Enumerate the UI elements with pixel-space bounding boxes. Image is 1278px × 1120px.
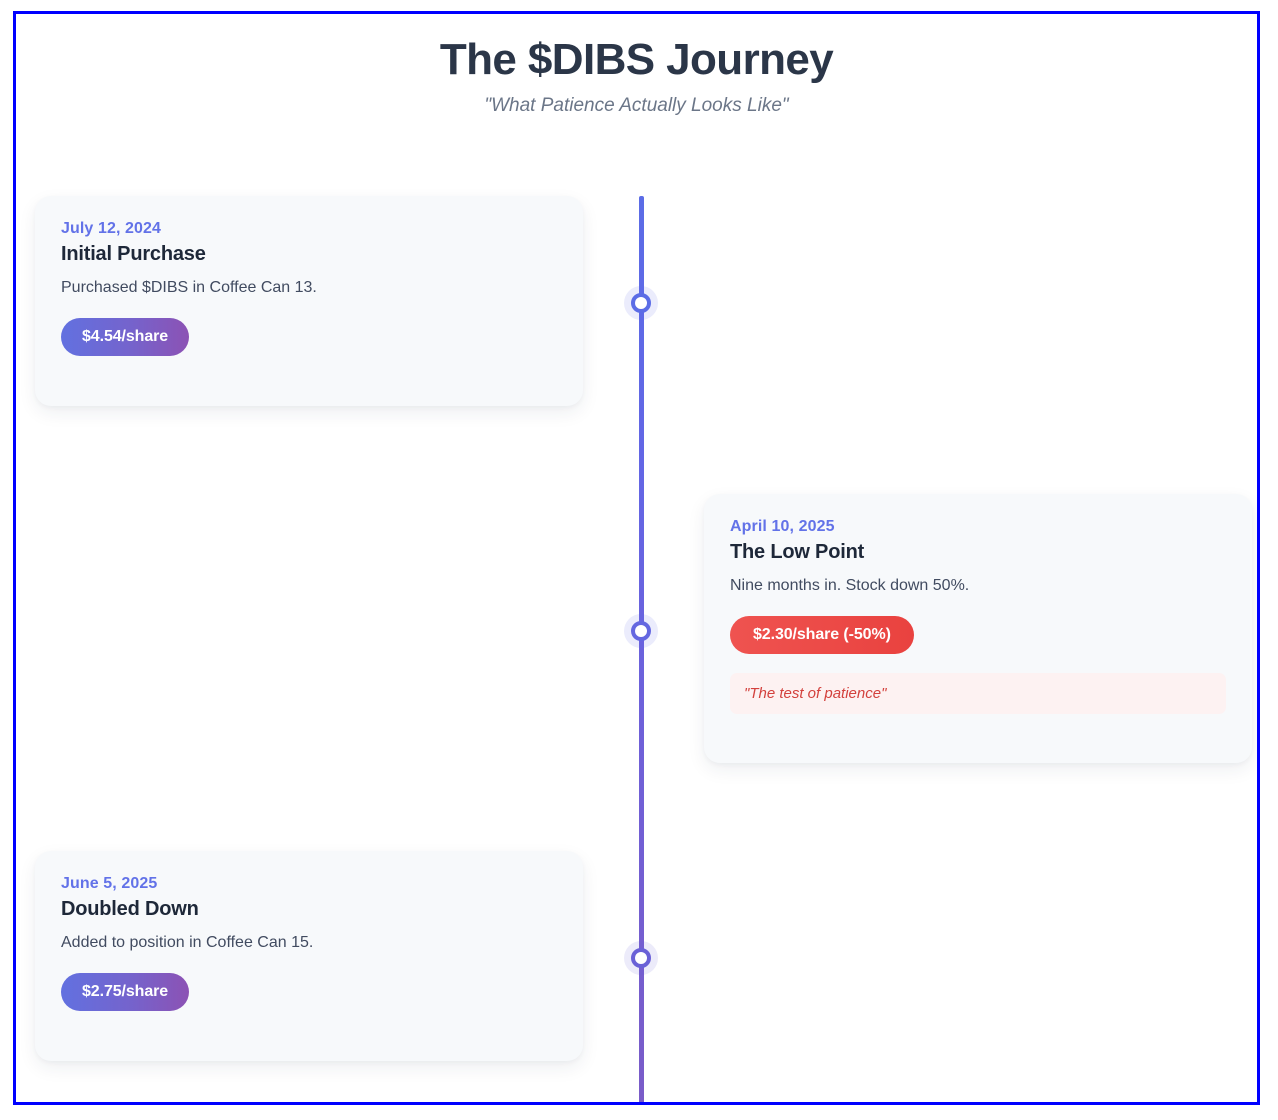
card-title: Initial Purchase: [61, 243, 206, 265]
card-quote: "The test of patience": [730, 672, 1226, 714]
page-subtitle: "What Patience Actually Looks Like": [484, 95, 789, 116]
timeline-card-initial-purchase[interactable]: July 12, 2024 Initial Purchase Purchased…: [35, 196, 583, 406]
timeline-marker-doubled-down[interactable]: [631, 948, 651, 968]
timeline-card-doubled-down[interactable]: June 5, 2025 Doubled Down Added to posit…: [35, 851, 583, 1061]
page-content: The $DIBS Journey "What Patience Actuall…: [16, 14, 1257, 1102]
page-title: The $DIBS Journey: [439, 35, 834, 84]
price-badge: $2.30/share (-50%): [730, 615, 914, 654]
card-title: Doubled Down: [61, 898, 199, 920]
card-date: April 10, 2025: [730, 518, 835, 535]
page-header: The $DIBS Journey "What Patience Actuall…: [16, 14, 1257, 117]
card-title: The Low Point: [730, 541, 865, 563]
price-badge: $2.75/share: [61, 972, 190, 1011]
card-description: Purchased $DIBS in Coffee Can 13.: [61, 279, 317, 296]
timeline-card-low-point[interactable]: April 10, 2025 The Low Point Nine months…: [704, 494, 1252, 763]
card-description: Added to position in Coffee Can 15.: [61, 934, 314, 951]
timeline-marker-low-point[interactable]: [631, 621, 651, 641]
price-badge: $4.54/share: [61, 317, 190, 356]
card-description: Nine months in. Stock down 50%.: [730, 577, 970, 594]
timeline-spine: [639, 196, 644, 1102]
page-frame: The $DIBS Journey "What Patience Actuall…: [13, 11, 1260, 1105]
card-date: July 12, 2024: [61, 220, 162, 237]
timeline-marker-initial-purchase[interactable]: [631, 293, 651, 313]
card-date: June 5, 2025: [61, 875, 158, 892]
